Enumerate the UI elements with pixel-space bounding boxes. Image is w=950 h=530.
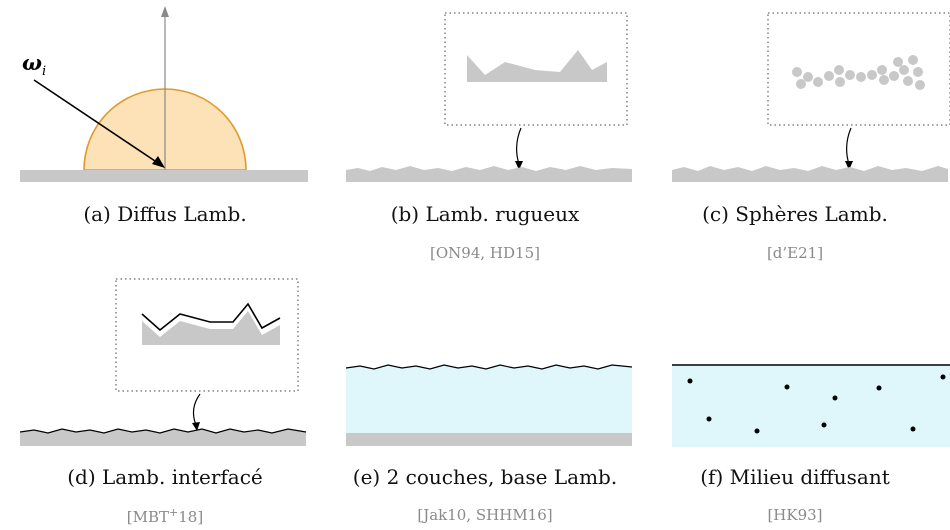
- omega-i-label: ωi: [22, 50, 47, 80]
- citation-b: [ON94, HD15]: [430, 244, 540, 262]
- diffuse-lambert-diagram: [20, 6, 308, 182]
- zoom-box: [115, 278, 299, 392]
- interface-profile-line: [141, 302, 281, 332]
- rough-surface: [672, 166, 948, 182]
- interfaced-lambert-diagram: [19, 278, 307, 446]
- lambert-base: [346, 433, 632, 446]
- caption-a: (a) Diffus Lamb.: [83, 202, 247, 226]
- citation-e: [Jak10, SHHM16]: [417, 506, 553, 524]
- caption-d: (d) Lamb. interfacé: [67, 465, 263, 489]
- citation-f: [HK93]: [767, 506, 823, 524]
- panel-e: (e) 2 couches, base Lamb. [Jak10, SHHM16…: [330, 265, 633, 530]
- panel-a: ωi (a) Diffus Lamb.: [0, 0, 308, 265]
- caption-e: (e) 2 couches, base Lamb.: [352, 465, 618, 489]
- top-interface-line: [345, 364, 633, 370]
- coating-layer: [346, 365, 632, 433]
- scattering-medium-diagram: [672, 364, 950, 447]
- sphere-cluster: [792, 55, 925, 90]
- citation-d: [MBT+18]: [126, 506, 204, 526]
- scattering-medium: [672, 365, 950, 447]
- panel-b: (b) Lamb. rugueux [ON94, HD15]: [330, 0, 632, 265]
- panel-f: (f) Milieu diffusant [HK93]: [650, 265, 950, 530]
- surface-slab: [20, 170, 308, 182]
- rough-profile-zoom: [467, 50, 607, 82]
- rough-lambert-diagram: [346, 12, 632, 182]
- incident-arrow: [33, 79, 159, 164]
- panel-d: (d) Lamb. interfacé [MBT+18]: [0, 265, 307, 530]
- lambert-spheres-diagram: [672, 12, 950, 182]
- rough-surface: [346, 166, 632, 182]
- scatterers: [687, 374, 946, 434]
- zoom-arrow: [516, 127, 522, 165]
- interface-line: [19, 428, 307, 434]
- panel-c: (c) Sphères Lamb. [d’E21]: [650, 0, 950, 265]
- caption-b: (b) Lamb. rugueux: [390, 202, 580, 226]
- caption-c: (c) Sphères Lamb.: [702, 202, 888, 226]
- zoom-arrow: [192, 393, 201, 426]
- interface-profile-fill: [142, 311, 280, 345]
- two-layer-diagram: [345, 364, 633, 446]
- zoom-box: [767, 12, 950, 126]
- caption-f: (f) Milieu diffusant: [700, 465, 890, 489]
- citation-c: [d’E21]: [766, 244, 824, 262]
- rough-surface-fill: [20, 429, 306, 446]
- zoom-box: [444, 12, 628, 126]
- zoom-arrow: [846, 127, 852, 165]
